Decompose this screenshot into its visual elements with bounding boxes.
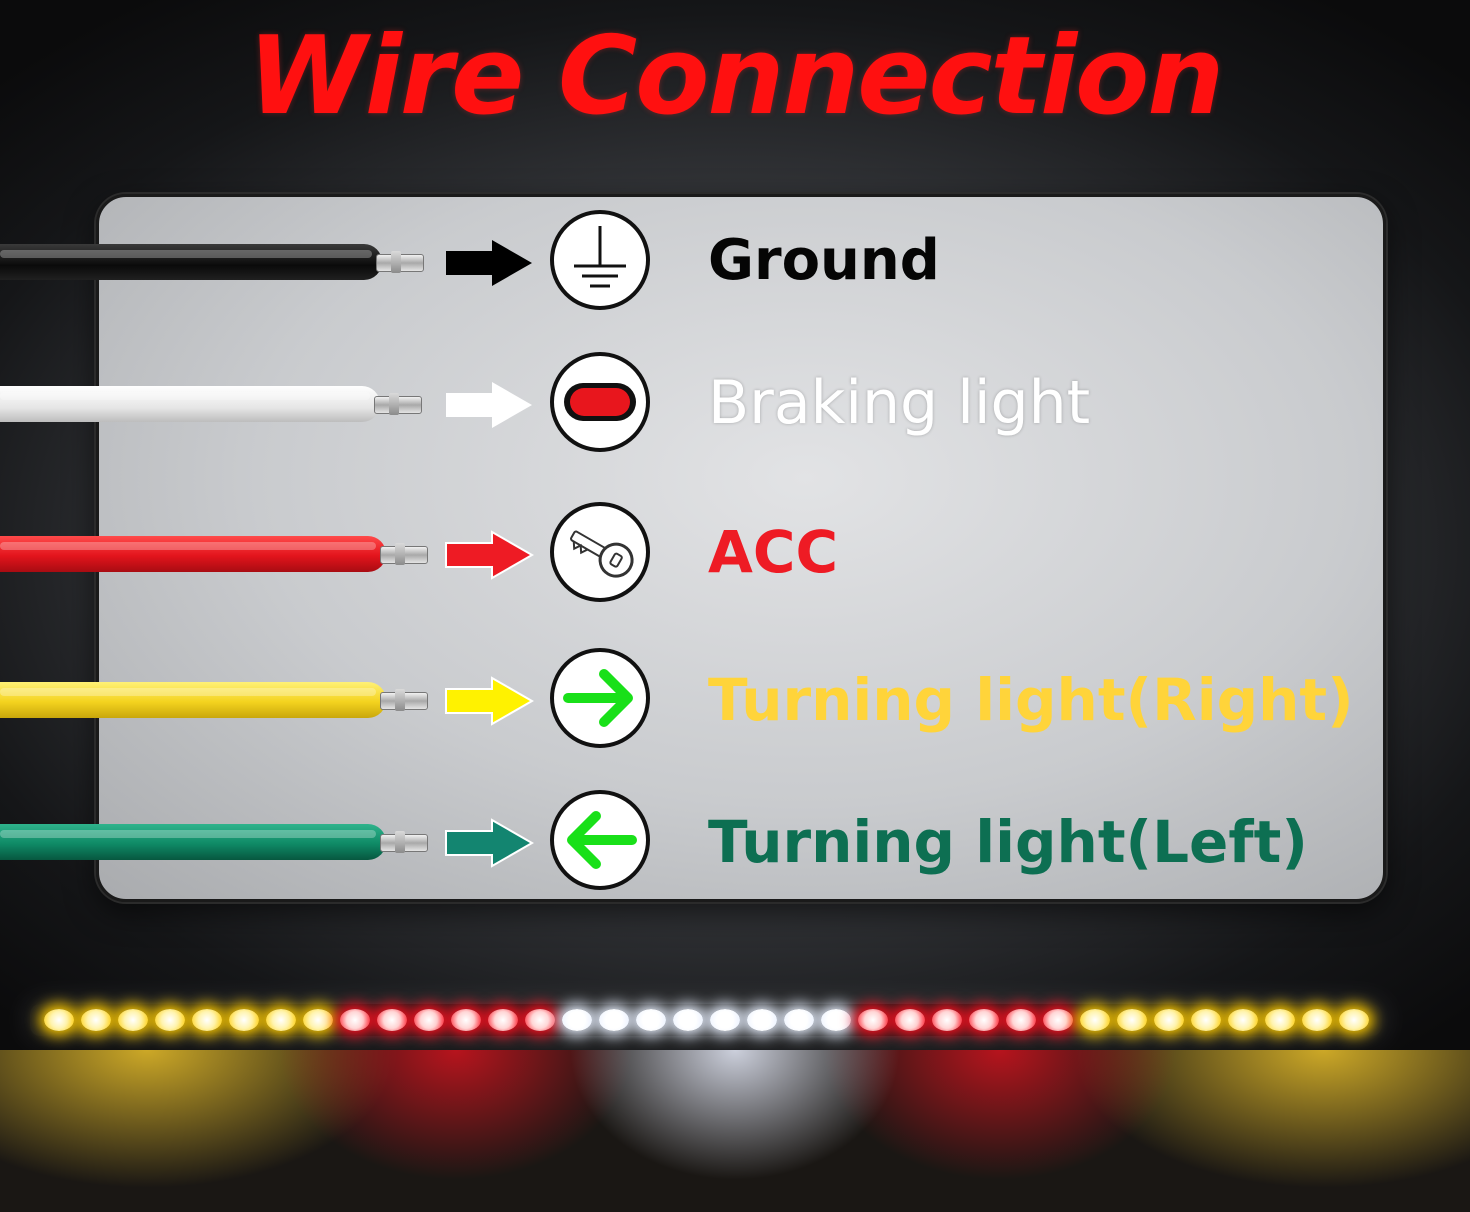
yellow-wire <box>0 682 386 718</box>
left-wire-tip <box>380 831 428 853</box>
left-arrow-wire-icon <box>445 818 534 868</box>
led <box>709 1009 740 1031</box>
led <box>1190 1009 1221 1031</box>
row-turning-right: Turning light(Right) <box>0 640 1470 760</box>
braking-light-label: Braking light <box>708 368 1091 438</box>
led-light-bar <box>30 1004 1382 1036</box>
row-ground: Ground <box>0 202 1470 322</box>
led <box>1264 1009 1295 1031</box>
turning-right-label: Turning light(Right) <box>708 666 1354 734</box>
led <box>1079 1009 1110 1031</box>
led <box>80 1009 111 1031</box>
led <box>1338 1009 1369 1031</box>
led <box>857 1009 888 1031</box>
led <box>191 1009 222 1031</box>
ground-arrow-icon <box>446 240 532 286</box>
row-turning-left: Turning light(Left) <box>0 782 1470 902</box>
floor-reflection <box>0 1050 1470 1212</box>
led <box>783 1009 814 1031</box>
right-wire-tip <box>380 689 428 711</box>
acc-label: ACC <box>708 518 839 586</box>
led <box>413 1009 444 1031</box>
led <box>561 1009 592 1031</box>
led <box>746 1009 777 1031</box>
ignition-key-icon <box>550 502 650 602</box>
led <box>672 1009 703 1031</box>
led <box>931 1009 962 1031</box>
led <box>302 1009 333 1031</box>
led <box>450 1009 481 1031</box>
led <box>1042 1009 1073 1031</box>
led <box>968 1009 999 1031</box>
led <box>1153 1009 1184 1031</box>
led <box>1301 1009 1332 1031</box>
white-wire <box>0 386 380 422</box>
led <box>376 1009 407 1031</box>
brake-wire-tip <box>374 393 422 415</box>
ground-symbol-icon <box>550 210 650 310</box>
led <box>487 1009 518 1031</box>
black-wire <box>0 244 382 280</box>
ground-wire-tip <box>376 251 424 273</box>
green-wire <box>0 824 386 860</box>
right-arrow-wire-icon <box>445 676 534 726</box>
led <box>117 1009 148 1031</box>
led <box>1227 1009 1258 1031</box>
led <box>598 1009 629 1031</box>
led <box>339 1009 370 1031</box>
red-wire <box>0 536 386 572</box>
left-arrow-icon <box>550 790 650 890</box>
led <box>635 1009 666 1031</box>
right-arrow-icon <box>550 648 650 748</box>
acc-wire-tip <box>380 543 428 565</box>
led <box>524 1009 555 1031</box>
row-acc: ACC <box>0 494 1470 614</box>
led <box>1116 1009 1147 1031</box>
row-braking-light: Braking light <box>0 344 1470 464</box>
ground-label: Ground <box>708 228 940 293</box>
led <box>43 1009 74 1031</box>
led <box>1005 1009 1036 1031</box>
turning-left-label: Turning light(Left) <box>708 808 1308 876</box>
led <box>894 1009 925 1031</box>
led <box>820 1009 851 1031</box>
brake-arrow-icon <box>446 382 532 428</box>
led <box>228 1009 259 1031</box>
brake-lamp-icon <box>550 352 650 452</box>
led <box>154 1009 185 1031</box>
page-title: Wire Connection <box>247 14 1224 139</box>
acc-arrow-icon <box>445 530 534 580</box>
led <box>265 1009 296 1031</box>
